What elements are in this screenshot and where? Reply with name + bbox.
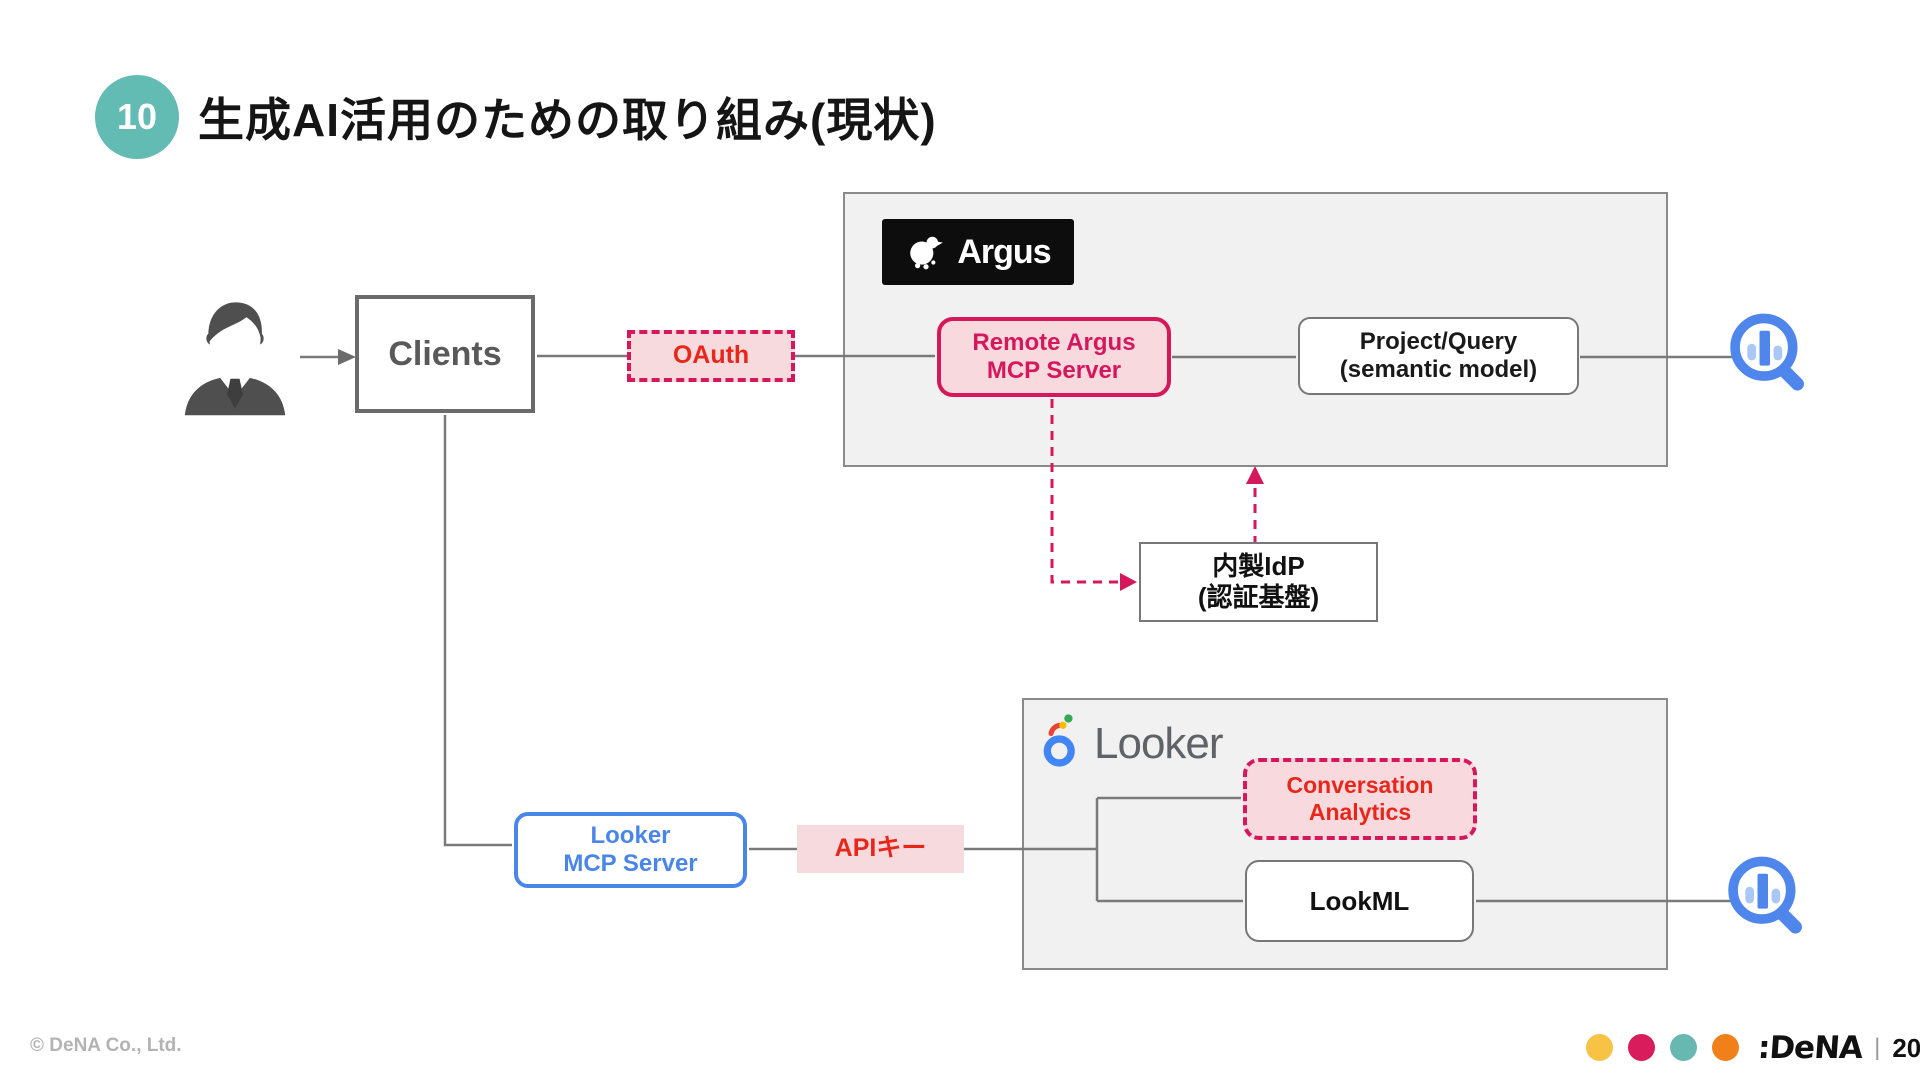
- lookml-label: LookML: [1309, 885, 1410, 916]
- dena-logo: :DeNA: [1756, 1030, 1864, 1066]
- dot-yellow: [1586, 1034, 1613, 1061]
- idp-line2: (認証基盤): [1197, 582, 1320, 612]
- looker-mcp-line2: MCP Server: [563, 850, 698, 877]
- footer-separator: |: [1874, 1034, 1881, 1061]
- oauth-label: OAuth: [672, 341, 750, 370]
- api-key-label: APIキー: [834, 834, 927, 863]
- looker-logo-icon: [1043, 714, 1075, 767]
- slide-number-badge: 10: [95, 75, 179, 159]
- looker-mcp-server-node: Looker MCP Server: [514, 812, 747, 888]
- clients-label: Clients: [388, 334, 502, 373]
- footer-brand-row: :DeNA | 20: [1756, 1030, 1920, 1066]
- project-query-line2: (semantic model): [1339, 356, 1538, 383]
- remote-argus-line1: Remote Argus: [972, 328, 1136, 356]
- looker-logo-text: Looker: [1094, 719, 1224, 768]
- idp-line1: 内製IdP: [1212, 551, 1305, 582]
- oauth-node: OAuth: [627, 330, 795, 382]
- argus-logo: Argus: [882, 219, 1074, 285]
- project-query-node: Project/Query (semantic model): [1298, 317, 1579, 395]
- page-title: 生成AI活用のための取り組み(現状): [198, 94, 937, 146]
- dot-crimson: [1628, 1034, 1655, 1061]
- api-key-node: APIキー: [797, 825, 964, 873]
- remote-argus-mcp-server-node: Remote Argus MCP Server: [937, 317, 1171, 397]
- dot-orange: [1712, 1034, 1739, 1061]
- argus-logo-text: Argus: [957, 232, 1051, 271]
- arrowhead-to-idp: [1120, 573, 1137, 591]
- dot-teal: [1670, 1034, 1697, 1061]
- looker-mcp-line1: Looker: [590, 821, 671, 849]
- query-magnifier-icon-bottom: [1728, 856, 1802, 934]
- page-number: 20: [1892, 1032, 1920, 1063]
- project-query-line1: Project/Query: [1359, 327, 1518, 355]
- conversation-analytics-node: Conversation Analytics: [1243, 758, 1477, 840]
- query-magnifier-icon-top: [1730, 313, 1804, 391]
- copyright-text: © DeNA Co., Ltd.: [30, 1035, 182, 1056]
- argus-mascot-icon: [910, 236, 944, 270]
- looker-logo: Looker: [1040, 712, 1224, 768]
- arrowhead-to-argus-box: [1246, 466, 1264, 484]
- remote-argus-line2: MCP Server: [986, 357, 1122, 384]
- person-icon: [184, 302, 286, 416]
- arrowhead-person-to-clients: [338, 349, 356, 365]
- conversation-line1: Conversation: [1286, 771, 1434, 798]
- clients-node: Clients: [355, 295, 535, 413]
- lookml-node: LookML: [1245, 860, 1474, 942]
- internal-idp-node: 内製IdP (認証基盤): [1139, 542, 1378, 622]
- conversation-line2: Analytics: [1308, 799, 1412, 825]
- brand-dots: [1586, 1034, 1739, 1061]
